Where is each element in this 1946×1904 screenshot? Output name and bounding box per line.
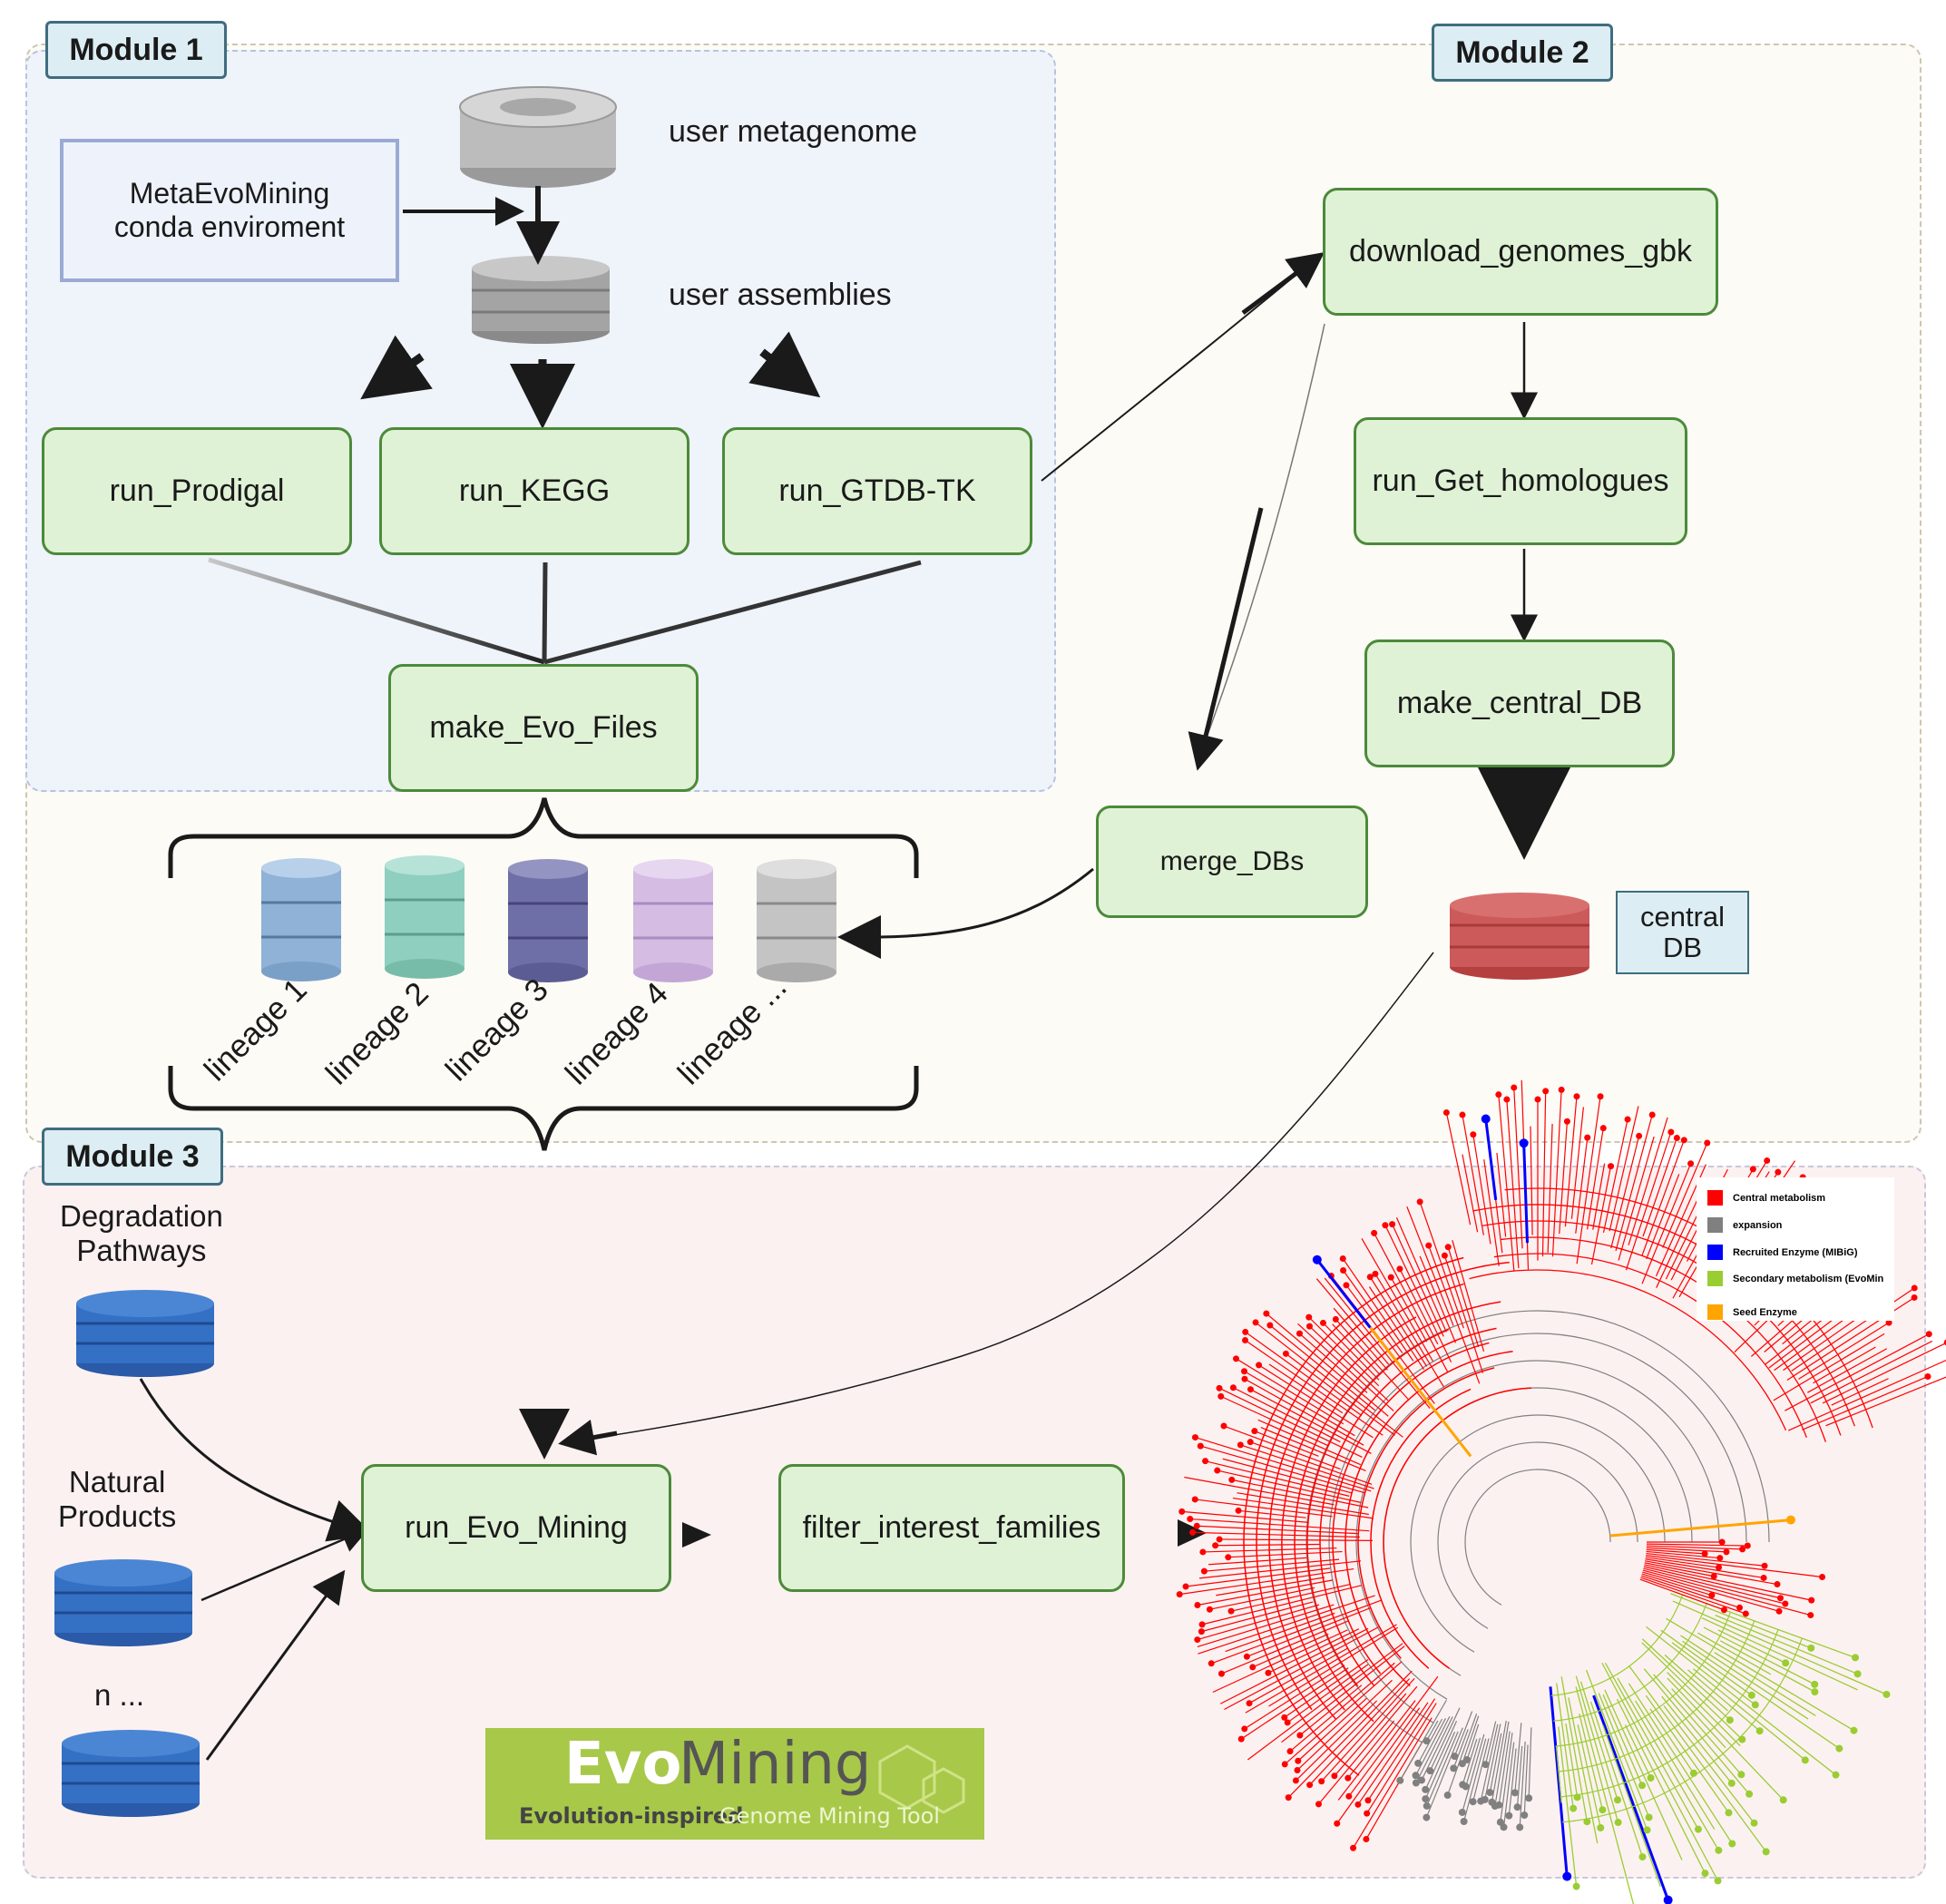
legend-label-2: Recruited Enzyme (MIBiG) <box>1733 1247 1858 1258</box>
run-gtdbtk-step: run_GTDB-TK <box>722 427 1032 555</box>
conda-env-box: MetaEvoMining conda enviroment <box>60 139 399 282</box>
degradation-db-icon <box>76 1290 214 1377</box>
metagenome-disk-icon <box>459 86 617 188</box>
run-get-homologues-step: run_Get_homologues <box>1354 417 1687 545</box>
logo-title-b: Mining <box>679 1731 872 1798</box>
legend-label-1: expansion <box>1733 1220 1783 1231</box>
user-metagenome-label: user metagenome <box>669 114 918 149</box>
phylogenetic-tree <box>1176 1079 1946 1904</box>
natural-products-db-icon <box>54 1559 192 1646</box>
evomining-logo: Evo Mining Evolution-inspired Genome Min… <box>485 1728 984 1840</box>
legend-label-4: Seed Enzyme <box>1733 1307 1797 1318</box>
legend-swatch-3 <box>1707 1271 1723 1286</box>
module3-label: Module 3 <box>42 1128 223 1186</box>
filter-interest-families-step: filter_interest_families <box>778 1464 1125 1592</box>
logo-subtitle-a: Evolution-inspired <box>519 1803 743 1829</box>
central-db-icon <box>1450 893 1589 980</box>
download-genomes-step: download_genomes_gbk <box>1323 188 1718 316</box>
run-prodigal-step: run_Prodigal <box>42 427 352 555</box>
module1-label: Module 1 <box>45 21 227 79</box>
legend-swatch-1 <box>1707 1217 1723 1233</box>
run-evo-mining-step: run_Evo_Mining <box>361 1464 671 1592</box>
lineage-2-db-icon <box>385 855 464 979</box>
make-central-db-step: make_central_DB <box>1364 640 1675 767</box>
module2-label: Module 2 <box>1432 24 1613 82</box>
natural-products-label: Natural Products <box>58 1465 177 1533</box>
logo-subtitle-b: Genome Mining Tool <box>719 1803 940 1829</box>
degradation-label: Degradation Pathways <box>60 1199 223 1267</box>
run-kegg-step: run_KEGG <box>379 427 689 555</box>
legend-label-3: Secondary metabolism (EvoMin <box>1733 1274 1884 1284</box>
legend-swatch-2 <box>1707 1245 1723 1260</box>
n-sources-label: n ... <box>94 1678 145 1712</box>
assemblies-db-icon <box>472 256 610 344</box>
n-db-icon <box>62 1730 200 1817</box>
legend-swatch-0 <box>1707 1190 1723 1206</box>
central-db-label: central DB <box>1639 900 1726 963</box>
lineage-n-db-icon <box>757 859 836 982</box>
make-evo-files-step: make_Evo_Files <box>388 664 699 792</box>
tree-legend-box <box>1697 1177 1894 1321</box>
lineage-1-db-icon <box>261 858 341 981</box>
user-assemblies-label: user assemblies <box>669 278 892 312</box>
lineage-4-db-icon <box>633 859 713 982</box>
legend-label-0: Central metabolism <box>1733 1193 1825 1204</box>
legend-swatch-4 <box>1707 1304 1723 1320</box>
merge-dbs-step: merge_DBs <box>1096 806 1368 918</box>
lineage-3-db-icon <box>508 859 588 982</box>
logo-title-a: Evo <box>564 1731 681 1798</box>
